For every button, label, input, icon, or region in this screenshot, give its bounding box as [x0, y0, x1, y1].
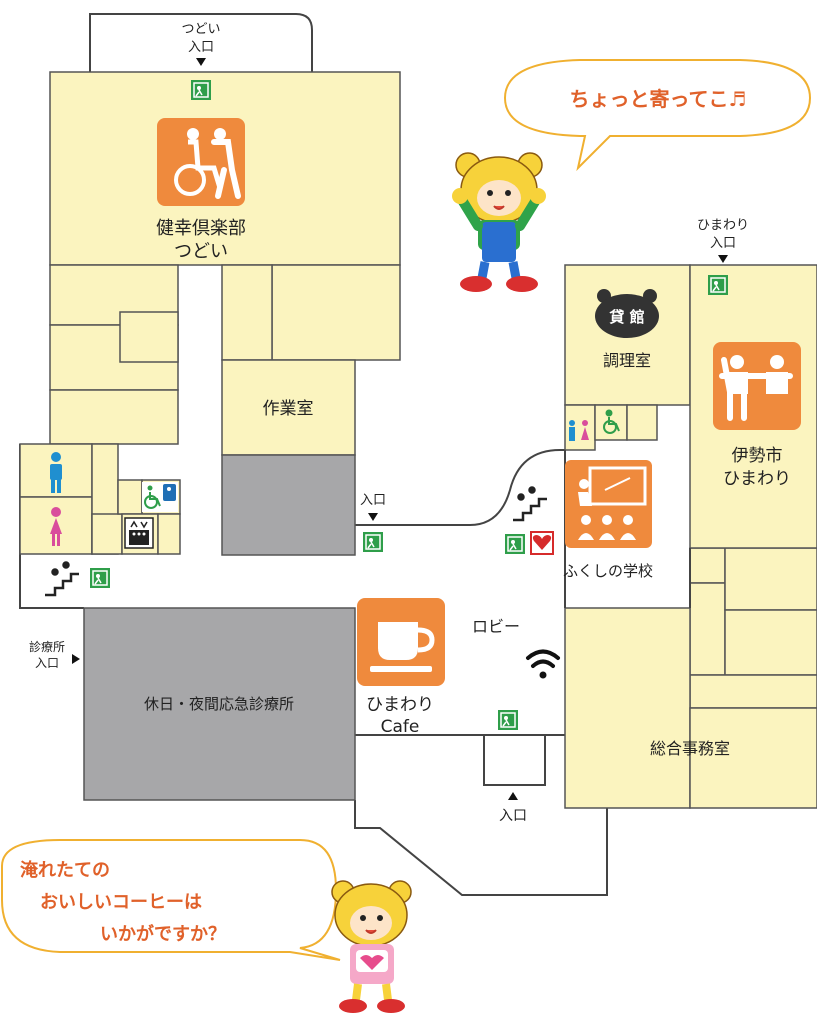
classroom-icon	[565, 460, 652, 548]
elevator-icon	[124, 517, 154, 549]
fukushi-label: ふくしの学校	[563, 562, 653, 580]
speech-bottom-line1: 淹れたての	[20, 859, 110, 881]
cooking-room-label: 調理室	[603, 351, 651, 370]
speech-bubble-bottom: 淹れたての おいしいコーヒーは いかがですか？	[1, 839, 341, 961]
entrance-himawari-line1: ひまわり	[697, 218, 749, 233]
kashikan-badge: 貸 館	[595, 289, 659, 338]
entrance-center: 入口	[360, 493, 386, 508]
restroom-icon	[50, 507, 62, 546]
kenko-label-line2: つどい	[174, 241, 228, 262]
entrance-tsudoi-line2: 入口	[188, 40, 214, 55]
clinic-label: 休日・夜間応急診療所	[144, 695, 294, 713]
entrance-main: 入口	[499, 808, 527, 824]
ise-label-line2: ひまわり	[723, 469, 791, 489]
cafe-label-line1: ひまわり	[366, 695, 434, 715]
work-room-label: 作業室	[263, 399, 314, 419]
emergency-exit-icon	[505, 534, 525, 554]
accessible-toilet-icon	[142, 482, 178, 512]
bear-mascot	[452, 152, 546, 292]
ise-label-line1: 伊勢市	[732, 446, 783, 466]
emergency-exit-icon	[498, 710, 518, 730]
speech-top-text: ちょっと寄ってこ♬	[570, 87, 747, 111]
coffee-cup-icon	[357, 598, 445, 686]
speech-bottom-line3: いかがですか？	[100, 923, 226, 945]
entrance-himawari-line2: 入口	[710, 236, 736, 251]
entrance-tsudoi-line1: つどい	[181, 22, 220, 37]
office-label: 総合事務室	[650, 739, 730, 758]
restroom-icon	[50, 452, 62, 493]
emergency-exit-icon	[708, 275, 728, 295]
kenko-label-line1: 健幸倶楽部	[156, 218, 246, 239]
accessible-toilet-icon	[603, 409, 620, 434]
clinic-room[interactable]	[83, 607, 356, 801]
emergency-exit-icon	[191, 80, 211, 100]
speech-bubble-top: ちょっと寄ってこ♬	[503, 59, 812, 172]
emergency-exit-icon	[363, 532, 383, 552]
aed-icon	[530, 531, 554, 555]
lobby-label: ロビー	[472, 617, 520, 636]
bear-mascot	[331, 880, 412, 1013]
general-office-room[interactable]	[564, 607, 817, 809]
kenko-club-room[interactable]	[49, 71, 401, 361]
entrance-arrows	[72, 58, 728, 800]
emergency-exit-icon	[90, 568, 110, 588]
speech-bottom-line2: おいしいコーヒーは	[40, 892, 202, 913]
work-room[interactable]	[221, 359, 356, 556]
entrance-clinic-line1: 診療所	[29, 639, 65, 654]
wifi-icon	[526, 649, 560, 679]
restroom-icon	[569, 420, 589, 441]
stairs-icon	[513, 486, 547, 522]
entrance-clinic-line2: 入口	[35, 656, 59, 670]
people-icon	[713, 342, 801, 430]
stairs-icon	[45, 561, 79, 597]
kashikan-label: 貸 館	[609, 308, 644, 326]
wheelchair-helper-icon	[157, 118, 245, 206]
cafe-label-line2: Cafe	[381, 717, 420, 737]
